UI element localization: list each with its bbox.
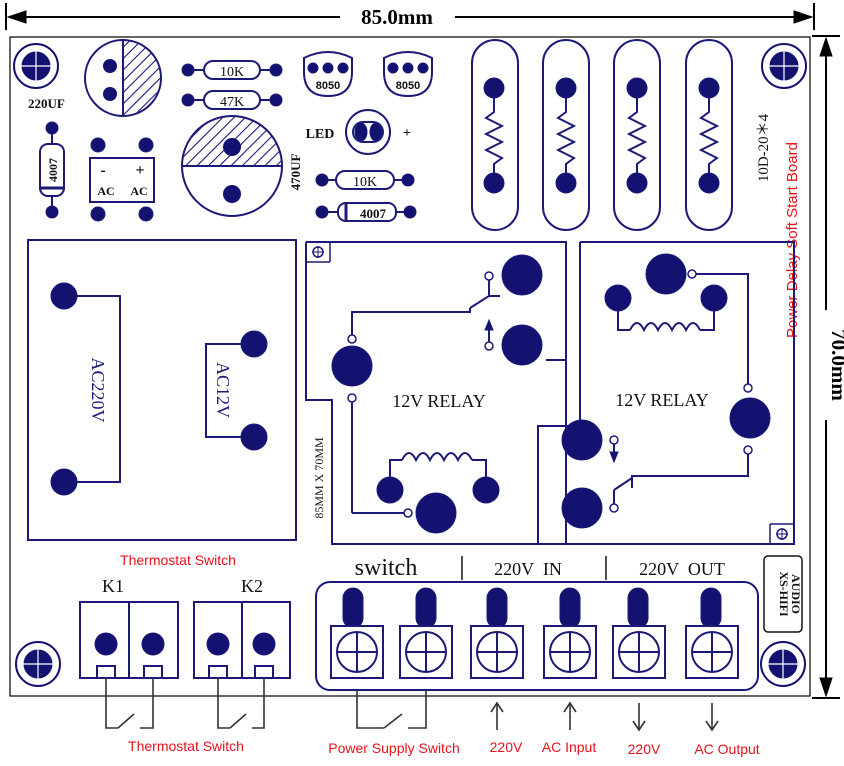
k1-label: K1 [102, 576, 124, 596]
screw-terminal-5 [612, 587, 666, 679]
bridge-minus: - [100, 162, 105, 179]
relay-size-note: 85MM X 70MM [312, 437, 326, 519]
capacitor-220uf [84, 39, 162, 117]
mounting-holes [13, 43, 807, 687]
dimension-width [5, 3, 815, 30]
power-supply-switch-label: Power Supply Switch [328, 740, 460, 756]
dimension-height [812, 35, 840, 699]
out-header: 220V OUT [639, 559, 725, 579]
relay-right-label: 12V RELAY [615, 390, 709, 410]
ac-input-label: AC Input [542, 739, 597, 755]
resistor-10k-top-label: 10K [220, 65, 244, 80]
screw-terminal-2 [399, 587, 453, 679]
in-header: 220V IN [494, 559, 562, 579]
diode-mid-label: 4007 [360, 206, 387, 221]
ntc-label: 10D-20＊4 [756, 113, 772, 182]
cap-220uf-label: 220UF [28, 96, 65, 111]
logo-box [763, 555, 803, 633]
thermostat-bottom-label: Thermostat Switch [128, 738, 244, 754]
terminal-k2 [193, 601, 291, 679]
diode-mid [315, 202, 417, 222]
mounting-hole-bottom-left [15, 641, 61, 687]
board-title: Power Delay Soft Start Board [784, 142, 801, 338]
led-label: LED [306, 127, 335, 142]
capacitor-470uf [181, 115, 283, 217]
diode-left [39, 121, 65, 219]
led [345, 109, 391, 155]
screw-terminal-3 [470, 587, 524, 679]
relay-left [305, 241, 567, 545]
in-220v-label: 220V [490, 739, 523, 755]
transformer-primary: AC220V [88, 357, 108, 422]
mounting-hole-bottom-right [760, 641, 806, 687]
arrow-down-ac-output [705, 703, 719, 732]
mounting-hole-top-right [761, 43, 807, 89]
bridge-plus: + [135, 162, 144, 179]
bridge-rectifier [89, 137, 155, 222]
switch-header: switch [355, 555, 418, 581]
screw-terminal-1 [330, 587, 384, 679]
ac-output-label: AC Output [694, 741, 759, 757]
logo-line2: AUDIO [789, 574, 803, 614]
resistor-10k-mid [315, 170, 415, 190]
capacitor-470uf-label: 470UF [288, 154, 303, 191]
resistor-47k [181, 90, 283, 110]
screw-terminals [330, 587, 739, 679]
height-label: 70.0mm [827, 329, 844, 401]
ntc-1 [471, 39, 519, 231]
k2-label: K2 [241, 576, 263, 596]
relay-right [537, 241, 795, 545]
board-outline [9, 36, 811, 697]
transistor-2-label: 8050 [396, 80, 420, 92]
terminal-k1 [79, 601, 179, 679]
diode-left-label: 4007 [46, 158, 60, 182]
ntc-2 [542, 39, 590, 231]
out-220v-label: 220V [628, 741, 661, 757]
screw-terminal-4 [543, 587, 597, 679]
width-label: 85.0mm [361, 5, 433, 29]
power-supply-switch-symbol [356, 690, 427, 729]
transistor-2 [383, 51, 433, 98]
arrow-up-220v [490, 701, 504, 730]
ntc-thermistors [471, 39, 733, 231]
transformer-secondary: AC12V [213, 362, 233, 418]
screw-terminal-6 [685, 587, 739, 679]
logo-line1: XS-HIFI [777, 571, 791, 617]
ntc-4 [685, 39, 733, 231]
thermostat-switch-symbol-k2 [217, 678, 265, 729]
transistor-1 [303, 51, 353, 98]
ntc-3 [613, 39, 661, 231]
thermostat-top-label: Thermostat Switch [120, 552, 236, 568]
relay-left-label: 12V RELAY [392, 391, 486, 411]
arrow-down-220v [632, 703, 646, 732]
thermostat-switch-symbol-k1 [105, 678, 154, 729]
led-plus: + [403, 126, 411, 141]
resistor-10k-mid-label: 10K [353, 175, 377, 190]
transformer [27, 239, 297, 541]
resistor-47k-label: 47K [220, 95, 244, 110]
bridge-ac1: AC [97, 184, 114, 198]
transistor-1-label: 8050 [316, 80, 340, 92]
bridge-ac2: AC [130, 184, 147, 198]
resistor-10k-top [181, 60, 283, 80]
arrow-up-ac-input [563, 701, 577, 730]
mounting-hole-top-left [13, 43, 59, 89]
